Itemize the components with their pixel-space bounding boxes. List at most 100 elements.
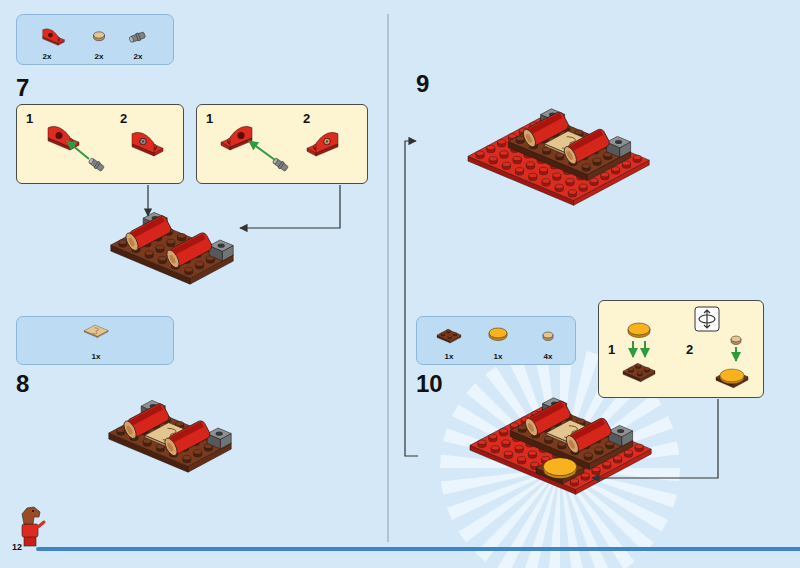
- scroll-shade: [530, 402, 565, 424]
- brick-stud: [593, 158, 601, 162]
- brick-stud: [531, 462, 539, 466]
- rotate-icon: [695, 307, 719, 331]
- brick-stud: [156, 245, 164, 249]
- scroll-shade: [128, 404, 163, 426]
- round-tile: [94, 32, 105, 38]
- brick-stud: [441, 332, 445, 334]
- scroll-cap: [523, 417, 540, 438]
- scroll-body: [525, 110, 570, 146]
- brick-stud: [504, 451, 512, 455]
- leader-arrow: [405, 141, 418, 456]
- brick-stud: [487, 145, 495, 149]
- pin-piece: [88, 157, 105, 172]
- brown-plate: [437, 329, 461, 343]
- bracket-upright: [43, 29, 58, 43]
- scroll-body: [166, 419, 211, 455]
- bracket-hole: [48, 33, 53, 38]
- pin-collar: [278, 161, 284, 169]
- scroll-cap: [564, 434, 581, 455]
- bracket-piece: [132, 132, 163, 156]
- substep-number: 2: [120, 112, 127, 126]
- brick-stud: [117, 428, 125, 432]
- pin-hole: [617, 429, 624, 433]
- brick-stud: [529, 173, 537, 177]
- scroll-cap: [125, 425, 133, 436]
- brick-stud: [582, 164, 590, 168]
- leader-arrow: [147, 185, 148, 216]
- brick-stud: [555, 184, 563, 188]
- brick-stud: [158, 256, 166, 260]
- brick-stud: [515, 445, 523, 449]
- scroll-cap: [568, 439, 576, 450]
- green-arrow: [632, 341, 634, 357]
- pin-collar: [136, 33, 141, 41]
- part-quantity: 2x: [43, 53, 52, 62]
- brick-stud: [176, 422, 184, 426]
- scroll-body: [527, 399, 572, 435]
- scroll-shade: [528, 113, 563, 135]
- round-tile: [731, 336, 741, 342]
- part-quantity: 4x: [544, 353, 553, 362]
- brick-stud: [516, 136, 524, 140]
- brick-stud: [119, 240, 127, 244]
- brick-stud: [566, 178, 574, 182]
- brick-face: [536, 457, 584, 480]
- scroll-piece: [123, 214, 172, 252]
- substep-number: 1: [26, 112, 33, 126]
- part-quantity: 1x: [445, 353, 454, 362]
- part-quantity: 1x: [494, 353, 503, 362]
- brick-stud: [491, 446, 499, 450]
- bracket-upright: [48, 126, 70, 147]
- step-assembly: [470, 398, 651, 494]
- step-number: 10: [416, 372, 443, 396]
- bracket-piece: [307, 132, 338, 156]
- brick-stud: [498, 140, 506, 144]
- scroll-cap: [168, 254, 176, 265]
- scroll-cap: [123, 231, 140, 252]
- brick-stud: [196, 262, 204, 266]
- brick-face: [207, 428, 231, 439]
- rotate-symbol: [704, 310, 710, 328]
- green-arrow: [67, 141, 89, 159]
- scroll-shade: [130, 216, 165, 238]
- leader-arrow: [592, 399, 718, 478]
- scroll-shade: [171, 233, 206, 255]
- bracket-piece: [221, 126, 252, 150]
- page-bar: [36, 547, 800, 551]
- scroll-shade: [569, 130, 604, 152]
- round-tile: [543, 332, 553, 338]
- brick-face: [109, 410, 231, 466]
- brick-stud: [502, 440, 510, 444]
- step-assembly: [468, 109, 649, 205]
- brown-plate: [716, 369, 748, 388]
- part-quantity: 1x: [92, 353, 101, 362]
- parts-panel: 2x2x2x: [16, 14, 174, 65]
- callout-box: 12: [196, 104, 368, 184]
- bracket-piece: [43, 29, 65, 46]
- brick-face: [716, 369, 748, 384]
- brick-stud: [518, 425, 526, 429]
- pin-end: [324, 138, 330, 144]
- green-arrow: [249, 141, 275, 160]
- callout-box: 12: [598, 300, 764, 398]
- substep-number: 2: [303, 112, 310, 126]
- part-illustration: [17, 105, 185, 185]
- round-tile: [543, 458, 577, 476]
- scroll-body: [168, 231, 213, 267]
- brick-stud: [575, 130, 583, 134]
- brick-stud: [478, 440, 486, 444]
- brick-stud: [644, 368, 649, 371]
- rotate-frame: [695, 307, 719, 331]
- pin-piece: [128, 31, 145, 44]
- brick-face: [111, 222, 233, 278]
- brick-stud: [628, 368, 633, 371]
- part-quantity: 2x: [95, 53, 104, 62]
- scroll-cap: [127, 237, 135, 248]
- page-number: 12: [12, 543, 22, 552]
- brick-stud: [167, 239, 175, 243]
- minifig-arm: [38, 522, 44, 527]
- brick-face: [508, 118, 630, 174]
